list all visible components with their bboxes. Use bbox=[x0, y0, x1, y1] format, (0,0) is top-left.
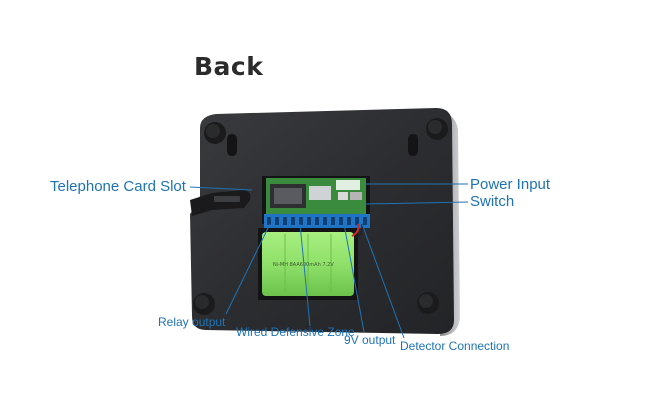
label-relay-output: Relay output bbox=[158, 315, 226, 329]
page-title: Back bbox=[194, 52, 264, 81]
leader-wired-defensive-zone bbox=[299, 223, 311, 327]
leader-switch bbox=[365, 201, 469, 205]
leader-9v-output bbox=[343, 223, 365, 333]
label-wired-defensive-zone: Wired Defensive Zone bbox=[236, 325, 355, 339]
leader-telephone-card-slot bbox=[189, 186, 253, 191]
battery-wires bbox=[351, 223, 360, 237]
label-9v-output: 9V output bbox=[344, 333, 396, 347]
label-telephone-card-slot: Telephone Card Slot bbox=[50, 178, 186, 195]
leader-relay-output bbox=[225, 223, 271, 315]
wall-mount-keyhole-right bbox=[408, 134, 418, 156]
leader-detector-connection bbox=[361, 223, 405, 339]
label-switch: Switch bbox=[470, 193, 515, 210]
label-power-input: Power Input bbox=[470, 176, 551, 193]
label-detector-connection: Detector Connection bbox=[400, 339, 510, 353]
wall-mount-keyhole-left bbox=[227, 134, 237, 156]
